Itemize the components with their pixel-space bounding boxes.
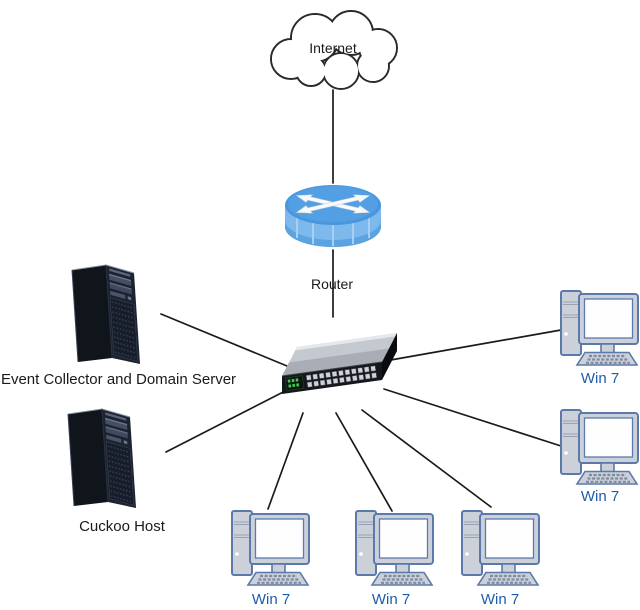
server-tower-icon bbox=[71, 264, 141, 365]
connection-line-switch-win7-right-top bbox=[384, 329, 562, 362]
workstation-icon bbox=[230, 509, 311, 587]
workstation-bottom-right-node bbox=[459, 508, 541, 588]
router-label: Router bbox=[310, 276, 354, 292]
workstation-icon bbox=[559, 408, 640, 486]
workstation-bottom-left-label: Win 7 bbox=[251, 591, 291, 608]
internet-node bbox=[255, 4, 411, 92]
workstation-right-bottom-label: Win 7 bbox=[580, 488, 620, 505]
workstation-bottom-right-label: Win 7 bbox=[480, 591, 520, 608]
connection-line-switch-win7-right-bottom bbox=[383, 388, 562, 447]
workstation-right-top-label: Win 7 bbox=[580, 370, 620, 387]
connection-line-switch-win7-bottom-left bbox=[267, 412, 304, 510]
event-server-node bbox=[58, 258, 153, 368]
cuckoo-host-node bbox=[54, 402, 149, 512]
internet-label: Internet bbox=[309, 40, 357, 56]
switch-icon bbox=[281, 333, 397, 394]
cuckoo-host-label: Cuckoo Host bbox=[79, 518, 165, 535]
connection-line-switch-win7-bottom-middle bbox=[335, 412, 393, 512]
workstation-right-bottom-node bbox=[558, 407, 640, 487]
router-node bbox=[283, 182, 383, 250]
switch-node bbox=[276, 316, 402, 408]
server-tower-icon bbox=[67, 408, 137, 509]
event-server-label: Event Collector and Domain Server bbox=[0, 371, 237, 388]
workstation-bottom-left-node bbox=[229, 508, 311, 588]
connection-line-switch-cuckoo bbox=[165, 387, 292, 453]
connection-line-switch-win7-bottom-right bbox=[361, 409, 492, 508]
router-icon bbox=[285, 185, 381, 247]
workstation-icon bbox=[354, 509, 435, 587]
workstation-right-top-node bbox=[558, 288, 640, 368]
workstation-icon bbox=[460, 509, 541, 587]
workstation-icon bbox=[559, 289, 640, 367]
workstation-bottom-middle-node bbox=[353, 508, 435, 588]
workstation-bottom-middle-label: Win 7 bbox=[371, 591, 411, 608]
connection-line-switch-eventserver bbox=[160, 313, 288, 367]
cloud-icon bbox=[270, 10, 398, 90]
